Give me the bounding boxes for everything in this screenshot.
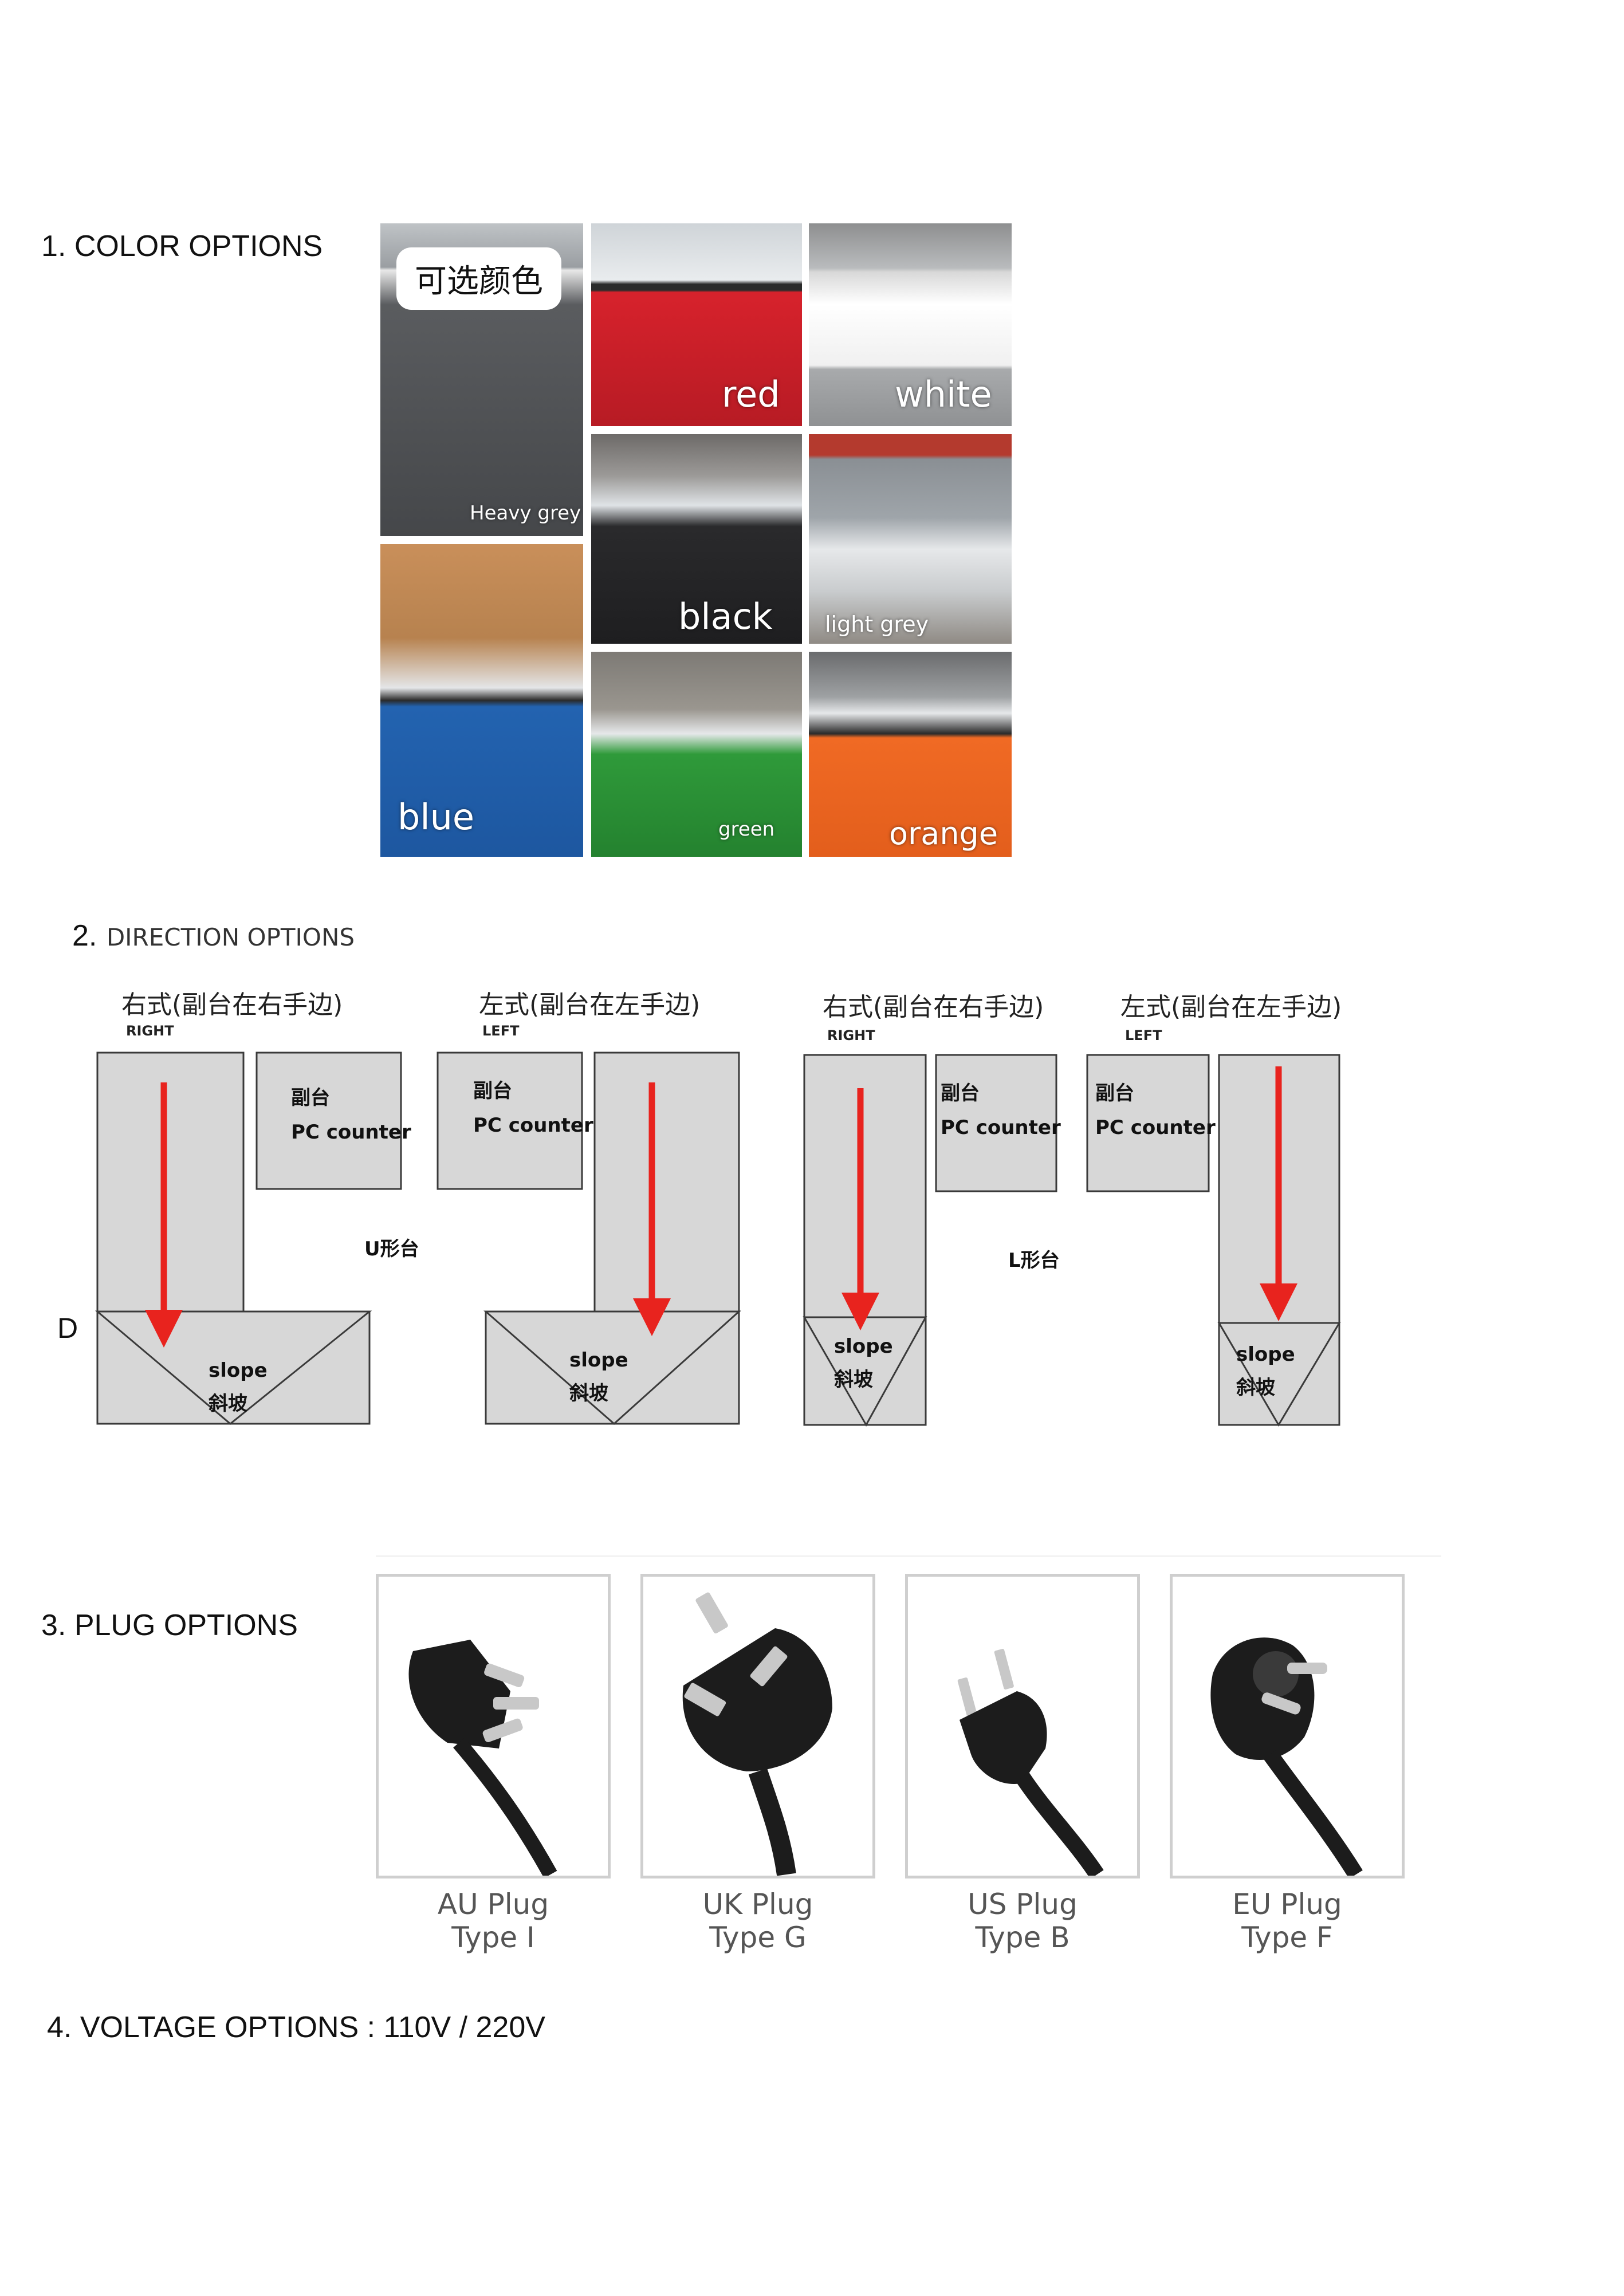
plug-card-au bbox=[376, 1574, 611, 1878]
plug-caption-uk: UK Plug Type G bbox=[702, 1888, 813, 1954]
color-label-light-grey: light grey bbox=[825, 612, 929, 637]
us-plug-icon bbox=[957, 1649, 1104, 1879]
l-left-pc-en: PC counter bbox=[1095, 1116, 1216, 1139]
color-label-red: red bbox=[722, 373, 780, 415]
diagram-4-side: LEFT bbox=[1125, 1027, 1162, 1043]
color-swatch-black: black bbox=[591, 434, 802, 644]
l-shape-label: L形台 bbox=[1008, 1249, 1060, 1272]
color-swatch-heavy-grey: 可选颜色 Heavy grey bbox=[380, 223, 583, 536]
l-left-slope-en: slope bbox=[1236, 1343, 1295, 1366]
diagram-1-side: RIGHT bbox=[126, 1023, 174, 1039]
u-left-pc-counter bbox=[437, 1051, 583, 1190]
plug-options-heading: 3. PLUG OPTIONS bbox=[41, 1609, 298, 1642]
plug-card-uk bbox=[640, 1574, 875, 1878]
l-right-slope-cn: 斜坡 bbox=[834, 1368, 873, 1391]
eu-plug-icon bbox=[1210, 1637, 1363, 1879]
u-left-slope-cn: 斜坡 bbox=[569, 1382, 608, 1405]
au-plug-icon bbox=[408, 1640, 557, 1878]
l-right-pc-cn: 副台 bbox=[941, 1082, 980, 1105]
voltage-options-heading: 4. VOLTAGE OPTIONS : 110V / 220V bbox=[47, 2011, 545, 2044]
color-swatch-green: green bbox=[591, 652, 802, 857]
diagram-2-title: 左式(副台在左手边) bbox=[479, 990, 701, 1019]
color-swatch-blue: blue bbox=[380, 544, 583, 857]
u-left-pc-cn: 副台 bbox=[473, 1080, 512, 1102]
u-right-slope-en: slope bbox=[209, 1359, 268, 1382]
l-left-pc-counter bbox=[1086, 1054, 1210, 1192]
diagram-2-side: LEFT bbox=[482, 1023, 520, 1039]
diagram-3-title: 右式(副台在右手边) bbox=[823, 993, 1044, 1022]
plug-card-us bbox=[905, 1574, 1140, 1879]
u-right-slope-cn: 斜坡 bbox=[209, 1392, 247, 1415]
l-right-pc-en: PC counter bbox=[941, 1116, 1061, 1139]
u-shape-label: U形台 bbox=[364, 1238, 419, 1261]
plug-caption-au: AU Plug Type I bbox=[437, 1888, 549, 1954]
diagram-1-title: 右式(副台在右手边) bbox=[121, 990, 343, 1019]
color-swatch-orange: orange bbox=[809, 652, 1012, 857]
u-right-pc-en: PC counter bbox=[291, 1121, 411, 1144]
u-left-pc-en: PC counter bbox=[473, 1114, 593, 1137]
u-left-slope bbox=[483, 1310, 741, 1425]
color-label-orange: orange bbox=[889, 816, 998, 852]
u-left-slope-en: slope bbox=[569, 1349, 628, 1372]
color-options-heading: 1. COLOR OPTIONS bbox=[41, 230, 323, 263]
color-options-badge: 可选颜色 bbox=[396, 247, 561, 310]
color-label-green: green bbox=[718, 818, 775, 841]
l-left-slope bbox=[1217, 1322, 1341, 1427]
color-label-white: white bbox=[895, 373, 992, 415]
diagram-4-title: 左式(副台在左手边) bbox=[1120, 993, 1342, 1022]
plug-caption-eu: EU Plug Type F bbox=[1232, 1888, 1342, 1954]
uk-plug-icon bbox=[682, 1592, 832, 1876]
l-left-pc-cn: 副台 bbox=[1095, 1082, 1134, 1105]
u-right-pc-cn: 副台 bbox=[291, 1086, 330, 1109]
l-right-slope-en: slope bbox=[834, 1335, 893, 1358]
color-swatch-red: red bbox=[591, 223, 802, 426]
color-label-heavy-grey: Heavy grey bbox=[470, 502, 581, 525]
color-label-blue: blue bbox=[398, 796, 475, 838]
plug-card-eu bbox=[1170, 1574, 1405, 1879]
color-swatch-white: white bbox=[809, 223, 1012, 426]
diagram-3-side: RIGHT bbox=[827, 1027, 875, 1043]
l-left-slope-cn: 斜坡 bbox=[1236, 1376, 1275, 1399]
u-right-slope bbox=[95, 1310, 372, 1425]
direction-d-mark: D bbox=[57, 1312, 78, 1344]
u-right-pc-counter bbox=[255, 1051, 402, 1190]
plug-divider bbox=[376, 1555, 1441, 1557]
l-right-pc-counter bbox=[935, 1054, 1057, 1192]
color-label-black: black bbox=[678, 596, 773, 637]
plug-caption-us: US Plug Type B bbox=[968, 1888, 1078, 1954]
l-right-main-counter bbox=[803, 1054, 927, 1426]
color-swatch-light-grey: light grey bbox=[809, 434, 1012, 644]
direction-options-heading: 2. DIRECTION OPTIONS bbox=[72, 919, 355, 952]
